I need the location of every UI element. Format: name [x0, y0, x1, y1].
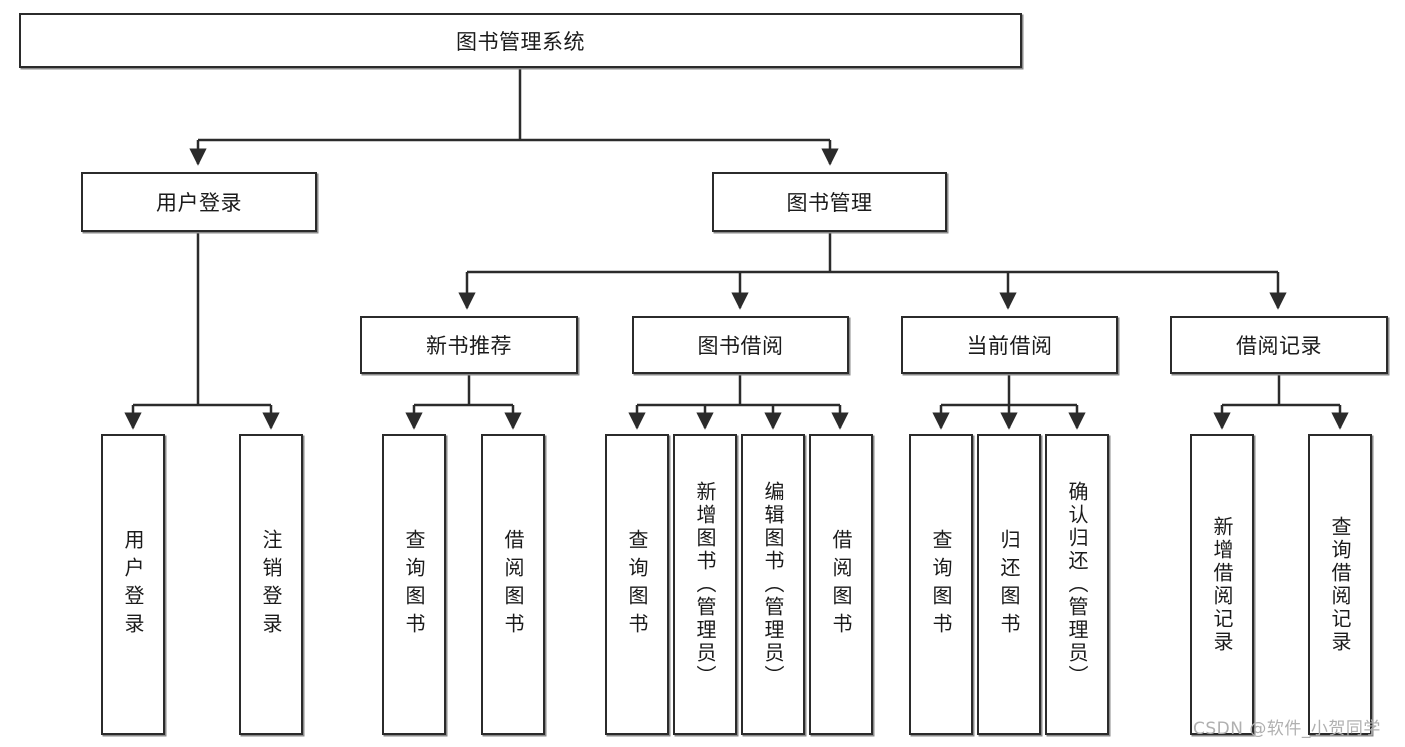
node-new-book-recommend[interactable]: 新书推荐	[360, 316, 578, 374]
leaf-confirm-return-admin[interactable]: 确认归还（管理员）	[1045, 434, 1109, 735]
leaf-borrow-book[interactable]: 借阅图书	[809, 434, 873, 735]
node-book-management[interactable]: 图书管理	[712, 172, 947, 232]
node-label: 图书借阅	[697, 334, 784, 358]
leaf-borrow-book-new[interactable]: 借阅图书	[481, 434, 545, 735]
leaf-logout[interactable]: 注销登录	[239, 434, 303, 735]
leaf-edit-book-admin[interactable]: 编辑图书（管理员）	[741, 434, 805, 735]
node-label: 新增图书（管理员）	[693, 481, 717, 688]
leaf-add-borrow-record[interactable]: 新增借阅记录	[1190, 434, 1254, 735]
watermark-text: CSDN @软件_小贺同学	[1193, 719, 1381, 739]
node-label: 查询图书	[625, 528, 649, 641]
node-book-borrow[interactable]: 图书借阅	[632, 316, 849, 374]
leaf-query-book-new[interactable]: 查询图书	[382, 434, 446, 735]
leaf-return-book[interactable]: 归还图书	[977, 434, 1041, 735]
node-label: 用户登录	[156, 191, 242, 215]
node-borrow-record[interactable]: 借阅记录	[1170, 316, 1388, 374]
leaf-query-book-borrow[interactable]: 查询图书	[605, 434, 669, 735]
node-label: 注销登录	[259, 528, 283, 641]
node-label: 归还图书	[997, 528, 1021, 641]
leaf-query-borrow-record[interactable]: 查询借阅记录	[1308, 434, 1372, 735]
node-label: 新书推荐	[426, 334, 512, 358]
node-book-management-system[interactable]: 图书管理系统	[19, 13, 1022, 68]
leaf-user-login[interactable]: 用户登录	[101, 434, 165, 735]
node-label: 借阅记录	[1236, 334, 1322, 358]
node-label: 用户登录	[121, 528, 145, 641]
node-label: 借阅图书	[829, 528, 853, 641]
node-user-login[interactable]: 用户登录	[81, 172, 317, 232]
node-label: 新增借阅记录	[1210, 515, 1234, 654]
node-label: 当前借阅	[966, 334, 1053, 358]
node-current-borrow[interactable]: 当前借阅	[901, 316, 1118, 374]
node-label: 确认归还（管理员）	[1065, 481, 1089, 688]
node-label: 查询借阅记录	[1328, 515, 1352, 654]
node-label: 借阅图书	[501, 528, 525, 641]
leaf-add-book-admin[interactable]: 新增图书（管理员）	[673, 434, 737, 735]
node-label: 查询图书	[402, 528, 426, 641]
node-label: 查询图书	[929, 528, 953, 641]
leaf-query-book-current[interactable]: 查询图书	[909, 434, 973, 735]
node-label: 编辑图书（管理员）	[761, 481, 785, 688]
node-label: 图书管理	[786, 191, 873, 215]
node-label: 图书管理系统	[456, 29, 585, 54]
